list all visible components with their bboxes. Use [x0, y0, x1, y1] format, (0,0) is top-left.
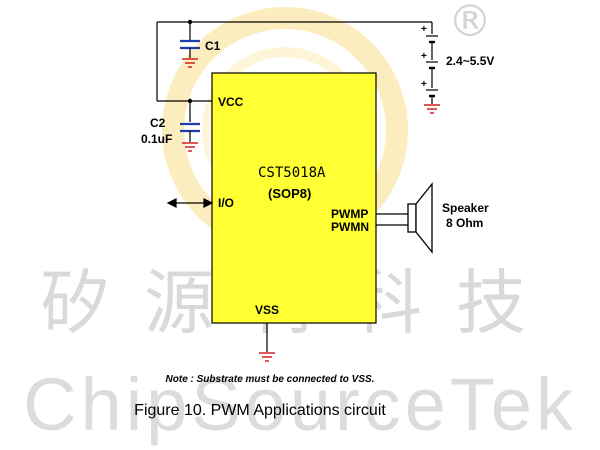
substrate-note: Note : Substrate must be connected to VS… — [165, 374, 375, 385]
pin-pwmp-label: PWMP — [331, 207, 369, 221]
figure-caption: Figure 10. PWM Applications circuit — [134, 402, 386, 419]
wire-pwm-outputs — [376, 213, 408, 226]
pin-io-label: I/O — [218, 196, 235, 210]
chip-package: (SOP8) — [268, 186, 312, 201]
english-watermark-text: ChipSourceTek — [23, 363, 577, 446]
capacitor-c1 — [180, 39, 200, 58]
ground-symbol — [259, 352, 275, 362]
c2-label: C2 — [150, 116, 166, 130]
pin-vss-label: VSS — [255, 303, 280, 317]
pin-pwmn-label: PWMN — [331, 220, 369, 234]
capacitor-c2 — [180, 122, 200, 142]
chip-part-name: CST5018A — [258, 165, 326, 181]
battery-plus-mark: + — [421, 79, 427, 90]
pin-vcc-label: VCC — [218, 95, 244, 109]
speaker-value: 8 Ohm — [446, 216, 484, 230]
battery-stack — [426, 35, 438, 104]
speaker-label: Speaker — [442, 201, 489, 215]
c2-value: 0.1uF — [141, 132, 173, 146]
ground-symbol — [182, 142, 198, 152]
ground-symbol — [424, 104, 440, 114]
battery-voltage-label: 2.4~5.5V — [446, 54, 495, 68]
junction-dot — [187, 19, 193, 25]
registered-mark-watermark: ® — [448, 0, 492, 47]
battery-plus-mark: + — [421, 24, 427, 35]
c1-label: C1 — [205, 39, 221, 53]
junction-dot — [187, 98, 193, 104]
io-arrow — [166, 198, 214, 208]
speaker-symbol — [407, 182, 433, 254]
wire-top-rail — [156, 21, 433, 122]
chip-body — [211, 72, 377, 324]
battery-plus-mark: + — [421, 51, 427, 62]
ground-symbol — [182, 58, 198, 68]
